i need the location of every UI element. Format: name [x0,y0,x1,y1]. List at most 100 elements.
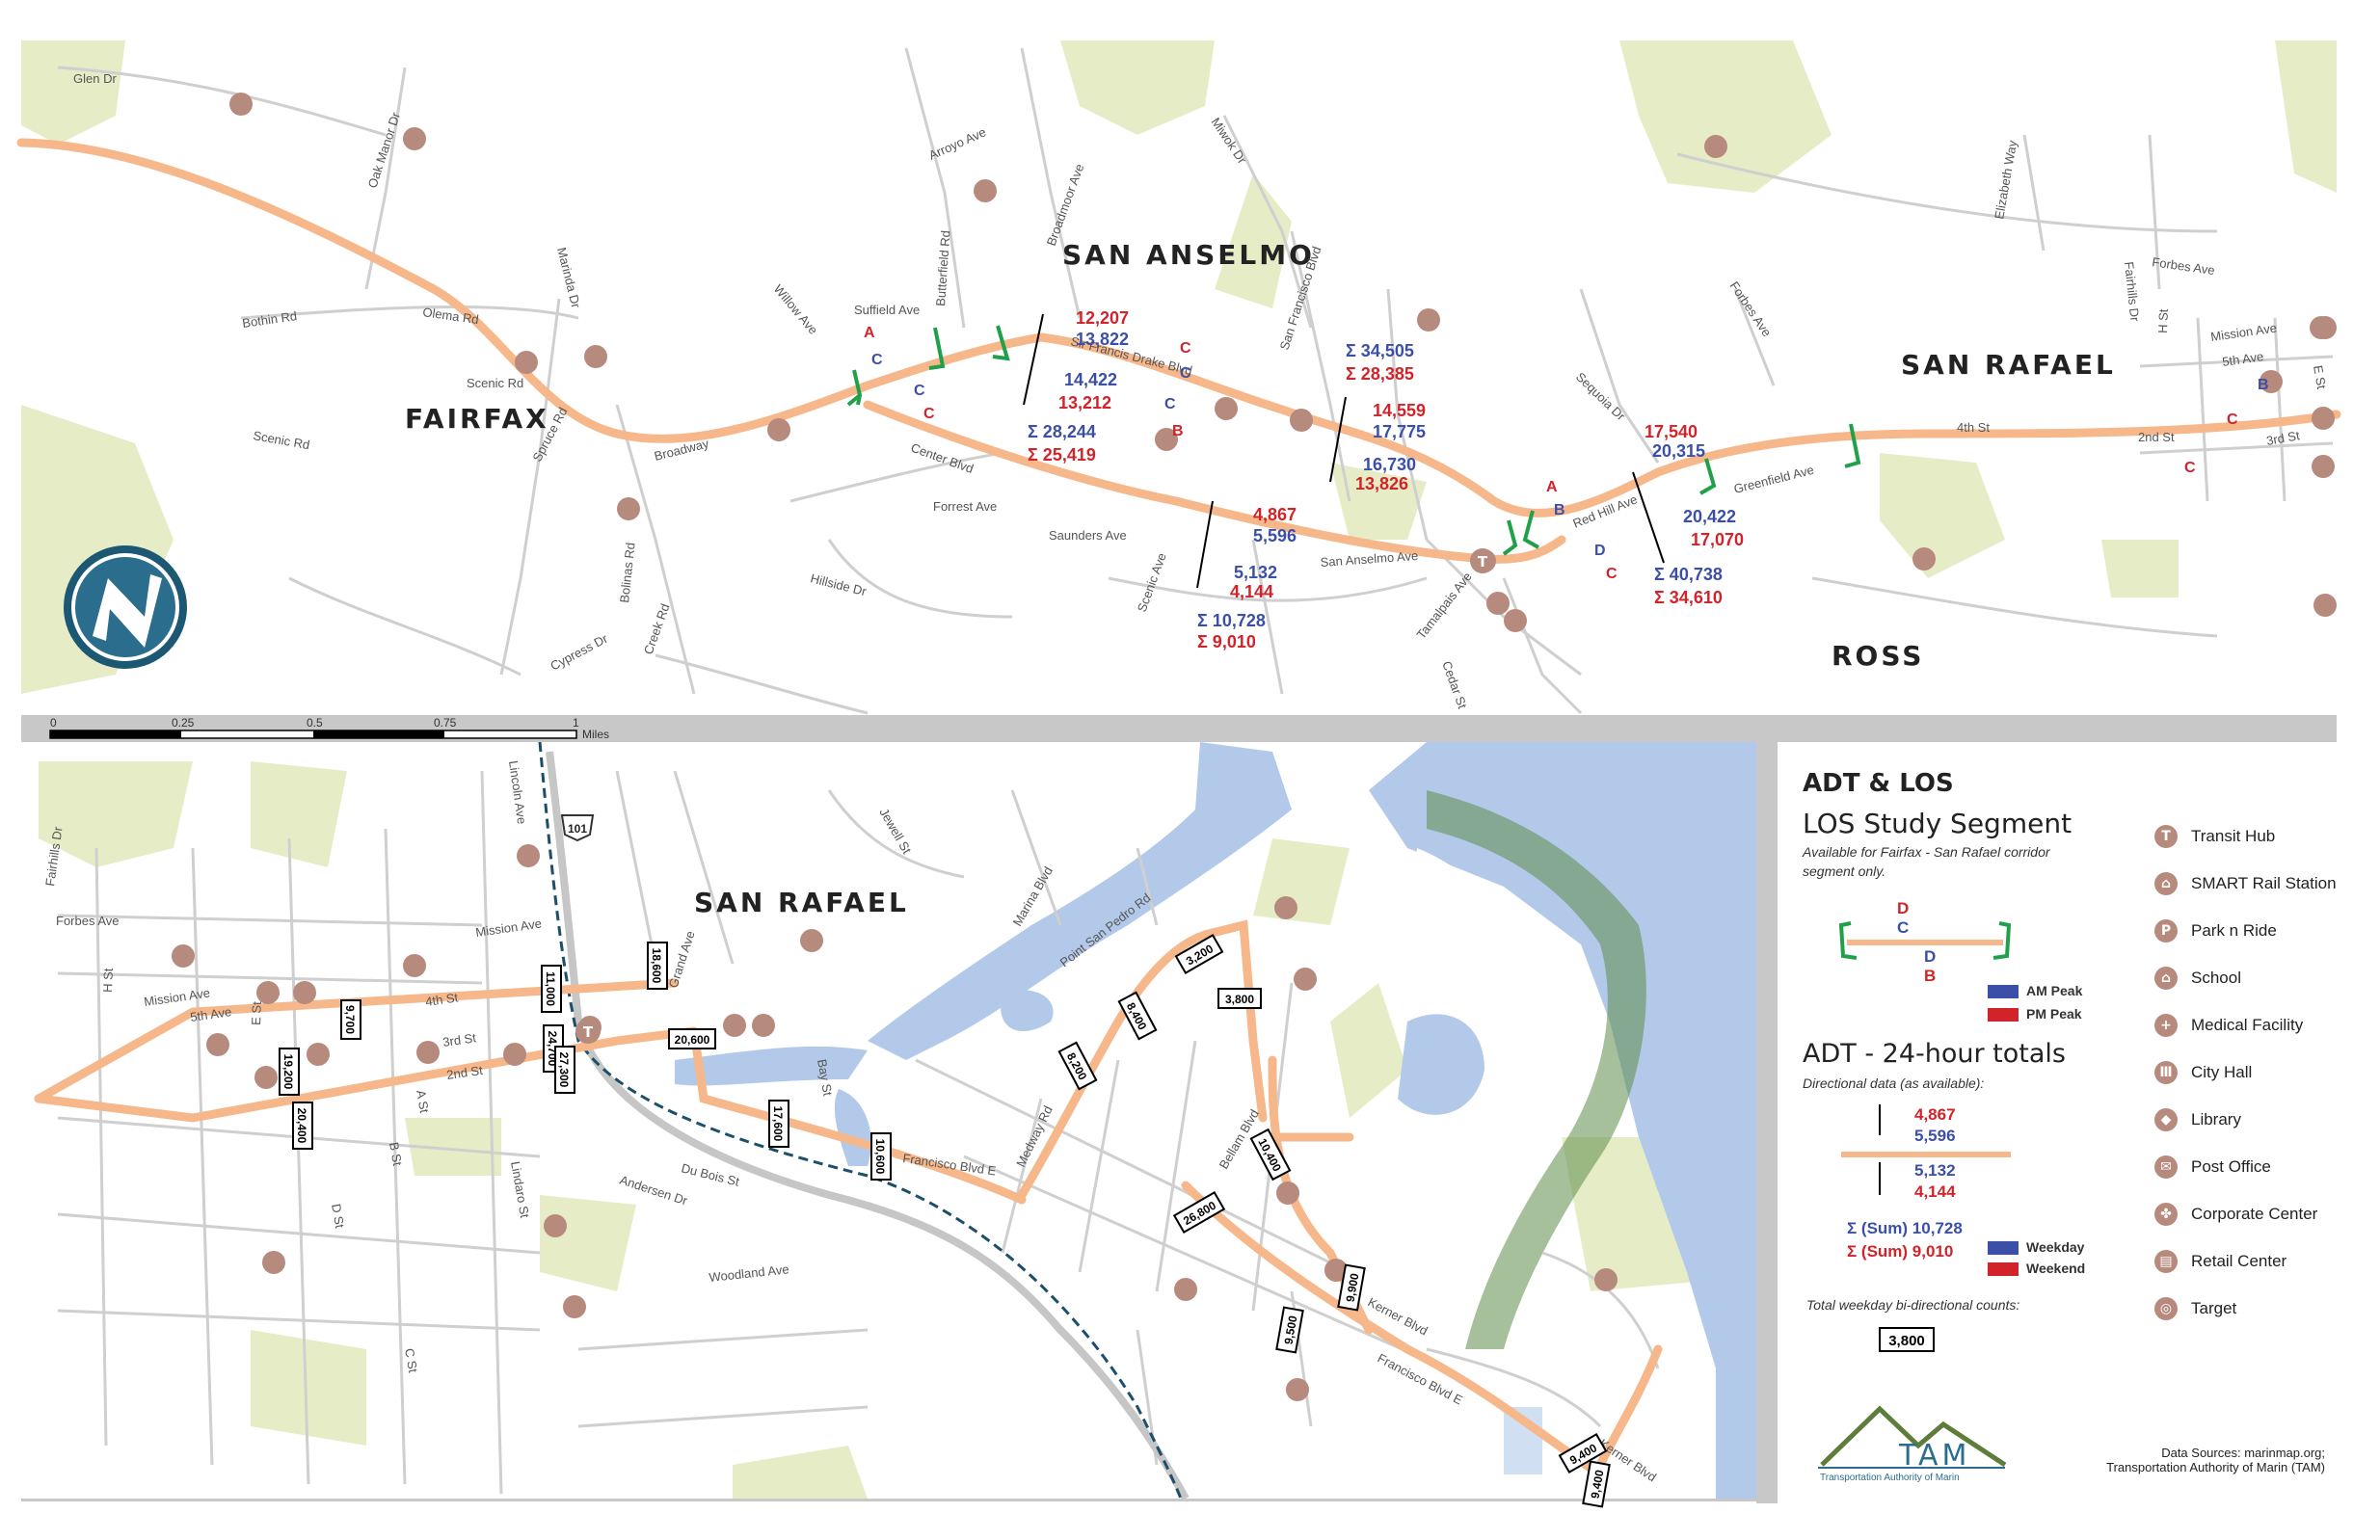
legend-sum-weekend: Σ (Sum) 9,010 [1847,1242,1953,1261]
street-label: H St [2155,308,2171,333]
count-box-label: 9,500 [1281,1314,1299,1345]
town-ross: ROSS [1832,640,1924,672]
bottom-roads [57,770,1660,1495]
street-label: H St [100,968,116,993]
los-letter: C [1180,365,1191,382]
town-san-rafael-bottom: SAN RAFAEL [694,887,909,918]
data-source-line: Data Sources: marinmap.org; [2161,1446,2325,1460]
post-office-icon: ✉ [2154,1155,2178,1179]
legend-item-library: ◆Library [2154,1108,2241,1131]
count-label: 4,144 [1230,582,1273,601]
bottom-border [21,1499,1778,1501]
rail-station-icon: ⌂ [2154,872,2178,895]
scale-tick-label: 1 [573,716,579,730]
legend-pm-peak: PM Peak [2026,1006,2082,1022]
street-label: A St [414,1089,432,1114]
count-box-label: 9,400 [1588,1469,1606,1500]
count-label: Σ 34,610 [1654,588,1723,607]
legend-item-medical: +Medical Facility [2154,1014,2303,1037]
count-box-label: 9,700 [343,1005,357,1034]
street-label: Forrest Ave [933,499,997,514]
count-label: Σ 25,419 [1028,445,1096,465]
count-label: 17,070 [1691,530,1744,549]
poi-markers [172,93,2337,1401]
legend-item-label: Target [2191,1299,2237,1317]
count-group-c: 4,867 5,596 5,132 4,144 Σ 10,728 Σ 9,010 [1196,500,1297,651]
panel-divider-vertical [1756,742,1778,1503]
street-label: 4th St [1957,420,1990,435]
legend-item-retail: ▤Retail Center [2154,1250,2286,1273]
legend-sum-weekday: Σ (Sum) 10,728 [1847,1219,1963,1237]
count-box-label: 20,600 [675,1033,710,1047]
legend-los-letter: D [1897,899,1909,917]
street-label: Butterfield Rd [933,230,952,307]
data-sources: Data Sources: marinmap.org; Transportati… [2072,1446,2325,1474]
street-label: 2nd St [2138,430,2175,444]
street-label: San Anselmo Ave [1320,548,1418,570]
legend-item-label: Medical Facility [2191,1016,2304,1034]
los-letter: B [2258,377,2269,393]
street-label: 2nd St [445,1063,484,1082]
svg-text:T: T [1478,553,1488,571]
shield-number: 101 [568,822,587,836]
count-box-label: 10,600 [873,1139,887,1175]
count-label: 5,132 [1234,563,1277,582]
los-markers: A C C C C C C B A B D C B C C [864,325,2269,582]
highway-101 [546,751,1190,1500]
legend-los-letter: C [1897,918,1909,937]
legend-item-target: ◎ Target [2154,1297,2236,1320]
legend-total-note: Total weekday bi-directional counts: [1806,1297,2020,1313]
count-label: 17,540 [1645,422,1698,441]
count-label: Σ 34,505 [1346,341,1414,360]
count-label: 13,822 [1076,330,1129,349]
park-n-ride-icon: P [2154,919,2178,943]
street-label: Saunders Ave [1049,528,1127,543]
logo-name: TAM [1898,1439,1970,1473]
school-icon: ⌂ [2154,967,2178,990]
count-box-label: 11,000 [544,971,557,1006]
legend-item-label: Transit Hub [2191,827,2276,845]
target-icon: ◎ [2154,1297,2178,1320]
count-box-label: 3,800 [1225,993,1254,1006]
retail-center-icon: ▤ [2154,1250,2178,1273]
count-label: 14,422 [1064,370,1117,389]
top-route [16,138,2341,564]
highway-101-shield-icon: 101 [560,814,595,842]
top-roads [57,47,2334,715]
los-letter: A [864,325,875,341]
los-letter: D [1594,543,1606,559]
street-label: E St [2311,364,2329,390]
legend-weekday: Weekday [2026,1239,2085,1255]
legend-item-post-office: ✉Post Office [2154,1155,2271,1179]
transit-hub-icons: T T [575,548,1495,1044]
legend-item-label: Corporate Center [2191,1205,2318,1223]
count-label: Σ 28,385 [1346,364,1414,384]
tam-logo: TAM Transportation Authority of Marin [1818,1405,2007,1483]
count-label: 13,826 [1355,474,1408,493]
street-label: 5th Ave [189,1004,232,1024]
legend-item-label: School [2191,969,2241,987]
los-letter: C [2227,412,2238,428]
legend-am-peak: AM Peak [2026,983,2083,998]
bay-shore-green [1427,790,1646,1349]
scale-unit: Miles [582,728,609,741]
scale-tick-label: 0.25 [172,716,195,730]
street-label: Suffield Ave [854,303,920,317]
count-label: 17,775 [1373,422,1426,441]
count-label: 13,212 [1058,393,1111,412]
street-label: 3rd St [2265,428,2301,448]
street-label: Fairhills Dr [2122,261,2142,323]
scale-labels: 0 0.25 0.5 0.75 1 Miles [50,716,609,741]
street-label: 5th Ave [2221,349,2264,369]
library-icon: ◆ [2154,1108,2178,1131]
legend-item-smart-rail: ⌂SMART Rail Station [2154,872,2337,895]
legend-los-title: LOS Study Segment [1803,808,2072,839]
legend-title: ADT & LOS [1803,769,1954,798]
count-box-label: 17,600 [771,1106,785,1142]
count-label: Σ 40,738 [1654,565,1723,584]
legend-sample-count: 5,132 [1914,1161,1956,1180]
count-group-b: Σ 34,505 Σ 28,385 14,559 17,775 16,730 1… [1329,341,1426,493]
